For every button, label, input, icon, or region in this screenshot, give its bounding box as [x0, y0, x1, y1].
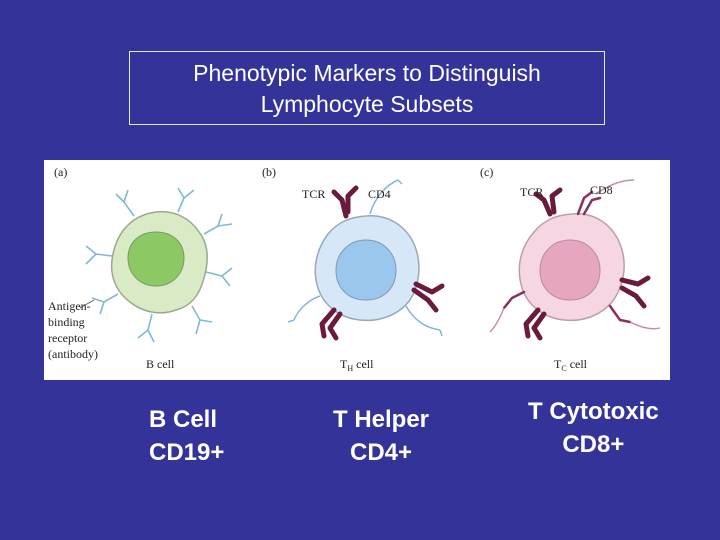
antibody-icon [137, 313, 155, 343]
cd8-icon [576, 190, 602, 216]
cd8-tail [629, 321, 661, 330]
cd8-tail [595, 179, 635, 195]
antibody-icon [91, 293, 119, 315]
slide-title: Phenotypic Markers to Distinguish Lympho… [129, 51, 605, 125]
tcr-icon [319, 307, 343, 341]
panel-c-marker-label: CD8 [590, 183, 613, 197]
receptor-pointer-line [79, 299, 95, 309]
lymphocyte-figure: (a) Antigen- binding receptor (antibody)… [44, 160, 670, 380]
caption-t-helper-marker: CD4+ [350, 439, 413, 466]
panel-b-cell: (a) Antigen- binding receptor (antibody)… [48, 165, 233, 371]
caption-t-cytotoxic-marker: CD8+ [562, 431, 625, 458]
caption-b-cell-marker: CD19+ [149, 439, 225, 466]
caption-b-cell: B Cell CD19+ [149, 403, 224, 469]
panel-b-receptor-label: TCR [302, 187, 325, 201]
slide-title-line-2: Lymphocyte Subsets [260, 91, 474, 117]
cd4-icon [405, 305, 443, 337]
tcr-icon [533, 187, 563, 217]
caption-t-cytotoxic-name: T Cytotoxic [528, 398, 659, 425]
antibody-icon [115, 189, 135, 217]
panel-b-marker-label: CD4 [368, 187, 391, 201]
cd8-tail [489, 307, 505, 333]
lymphocyte-diagram: (a) Antigen- binding receptor (antibody)… [48, 165, 661, 373]
tcr-icons [319, 185, 445, 341]
panel-c-letter: (c) [480, 165, 493, 179]
cd4-icons [287, 179, 443, 337]
tcr-icon [331, 185, 359, 219]
antibody-icon [203, 213, 233, 235]
panel-a-letter: (a) [54, 165, 67, 179]
receptor-annotation-line-1: Antigen- [48, 299, 91, 313]
cd8-icons [502, 190, 632, 324]
panel-tc-cell: (c) TCR CD8 TC cell [480, 165, 661, 373]
antibody-icon [205, 267, 233, 287]
cd4-icon [369, 179, 403, 215]
tcr-icons-c [523, 187, 651, 341]
panel-b-letter: (b) [262, 165, 276, 179]
panel-c-cell-label: TC cell [554, 357, 588, 373]
antibody-icon [191, 305, 213, 335]
tc-cell-nucleus [539, 239, 601, 301]
panel-c-receptor-label: TCR [520, 185, 543, 199]
cd8-tails [489, 179, 661, 333]
tcr-icon [411, 281, 445, 313]
panel-a-cell-label: B cell [146, 357, 175, 371]
cd4-icon [287, 295, 321, 323]
tcr-icon [523, 307, 547, 341]
antibody-icon [177, 187, 195, 213]
b-cell-nucleus [127, 231, 185, 287]
panel-th-cell: (b) TCR CD4 TH cell [262, 165, 445, 373]
th-cell-nucleus [335, 239, 397, 301]
antibody-icon [85, 245, 113, 265]
cd8-icon [608, 304, 632, 324]
slide-title-line-1: Phenotypic Markers to Distinguish [193, 60, 541, 86]
caption-b-cell-name: B Cell [149, 406, 218, 433]
receptor-annotation-line-2: binding [48, 315, 85, 329]
panel-b-cell-label: TH cell [340, 357, 374, 373]
cd8-icon [502, 290, 526, 310]
receptor-annotation-line-4: (antibody) [48, 347, 98, 361]
antibody-icons [85, 187, 233, 343]
caption-t-helper-name: T Helper [333, 406, 430, 433]
caption-t-cytotoxic: T Cytotoxic CD8+ [528, 395, 659, 461]
tcr-icon [619, 275, 651, 309]
receptor-annotation-line-3: receptor [48, 331, 87, 345]
caption-t-helper: T Helper CD4+ [333, 403, 429, 469]
